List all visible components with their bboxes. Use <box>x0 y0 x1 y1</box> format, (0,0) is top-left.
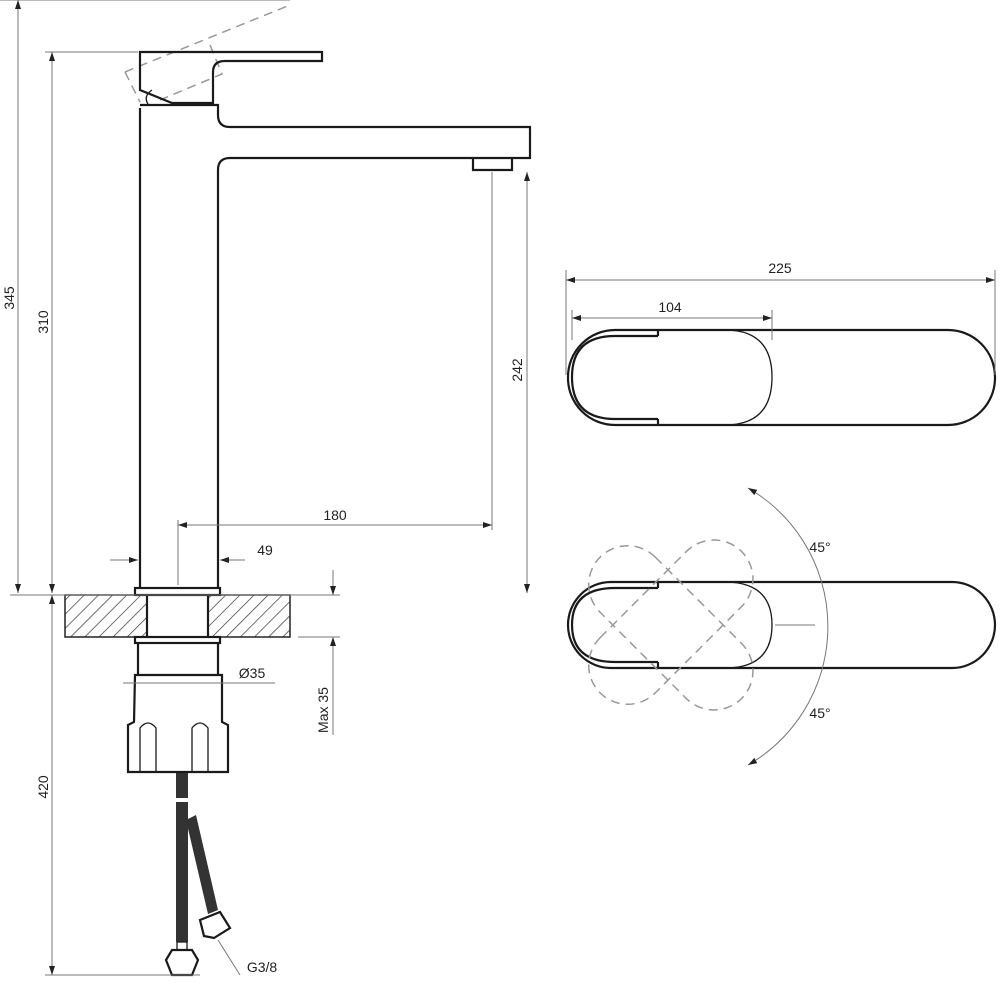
dim-49-label: 49 <box>257 542 273 558</box>
side-dimensions <box>0 0 530 976</box>
faucet-side-view <box>124 4 532 588</box>
dim-104-label: 104 <box>658 299 682 315</box>
countertop-section <box>64 586 291 774</box>
dim-35-diameter-label: Ø35 <box>239 665 266 681</box>
dim-225-label: 225 <box>768 260 792 276</box>
dim-180-label: 180 <box>323 507 347 523</box>
faucet-rotation-view <box>566 487 997 766</box>
dim-242-label: 242 <box>509 358 525 382</box>
angle-45-lower-label: 45° <box>809 705 830 721</box>
dim-310-label: 310 <box>35 310 51 334</box>
dim-max35-label: Max 35 <box>315 687 331 733</box>
dim-420-label: 420 <box>35 775 51 799</box>
angle-45-upper-label: 45° <box>809 539 830 555</box>
dim-345-label: 345 <box>1 286 17 310</box>
faucet-top-view <box>565 270 997 427</box>
thread-g38-label: G3/8 <box>247 959 278 975</box>
